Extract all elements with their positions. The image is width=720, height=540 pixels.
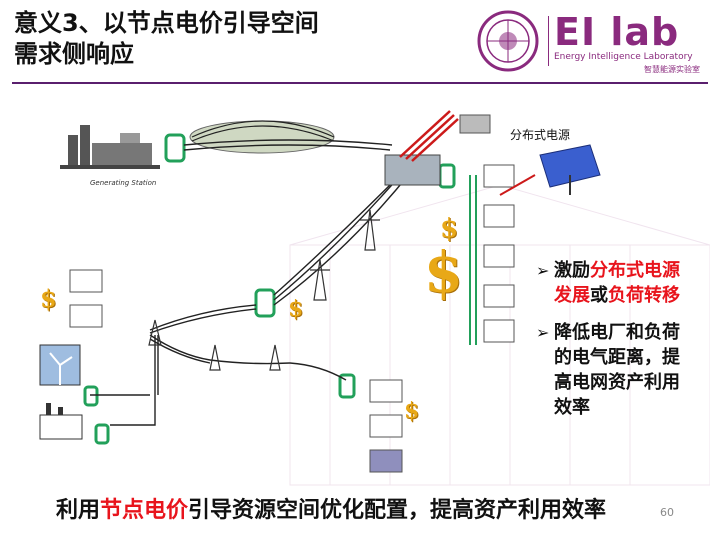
bullet-list: ➢ 激励分布式电源 发展或负荷转移 ➢ 降低电厂和负荷 的电气距离，提 高电网资… bbox=[536, 258, 716, 432]
logo-cn-name: 智慧能源实验室 bbox=[644, 65, 700, 74]
footer-part-1: 利用 bbox=[56, 498, 101, 523]
bullet-1-highlight-1: 分布式电源 bbox=[590, 260, 680, 281]
bullet-1-mid: 或 bbox=[590, 285, 608, 306]
transmission-lines bbox=[90, 139, 411, 426]
bullet-item-1: ➢ 激励分布式电源 发展或负荷转移 bbox=[536, 258, 716, 308]
distributed-plant-icon bbox=[459, 114, 491, 134]
campus-watermark bbox=[289, 184, 710, 486]
lab-logo: EI lab Energy Intelligence Laboratory 智慧… bbox=[474, 8, 714, 74]
logo-subtitle: Energy Intelligence Laboratory bbox=[554, 52, 693, 62]
bullet-1-highlight-2: 负荷转移 bbox=[608, 285, 680, 306]
factory-icon bbox=[39, 403, 83, 440]
lower-customers bbox=[69, 269, 403, 473]
bullet-arrow-icon: ➢ bbox=[536, 323, 550, 342]
solar-arrow bbox=[499, 174, 536, 196]
generating-station-icon bbox=[60, 125, 160, 169]
distributed-feed-lines bbox=[399, 110, 459, 162]
towers bbox=[148, 209, 380, 371]
customer-feeder bbox=[469, 164, 515, 345]
dollar-left-icon: $ bbox=[40, 284, 57, 313]
generating-station-label: Generating Station bbox=[90, 179, 156, 187]
bullet-2-line-2: 的电气距离，提 bbox=[554, 347, 680, 368]
page-title: 意义3、以节点电价引导空间 需求侧响应 bbox=[14, 8, 319, 70]
dollar-large-icon: $ bbox=[424, 240, 463, 306]
logo-brand: EI lab bbox=[554, 10, 680, 54]
wind-turbine-icon bbox=[39, 344, 81, 386]
title-line-1: 意义3、以节点电价引导空间 bbox=[14, 9, 319, 37]
bullet-arrow-icon: ➢ bbox=[536, 261, 550, 280]
dollar-bottom-icon: $ bbox=[404, 398, 420, 424]
footer-statement: 利用节点电价引导资源空间优化配置，提高资产利用效率 bbox=[56, 492, 606, 524]
logo-divider bbox=[548, 16, 549, 66]
distributed-generation-label: 分布式电源 bbox=[510, 128, 571, 142]
header-divider bbox=[12, 82, 708, 84]
bullet-1-prefix: 激励 bbox=[554, 260, 590, 281]
dollar-center-icon: $ bbox=[288, 296, 304, 322]
bullet-2-line-1: 降低电厂和负荷 bbox=[554, 322, 680, 343]
footer-highlight: 节点电价 bbox=[100, 498, 189, 523]
title-line-2: 需求侧响应 bbox=[14, 40, 134, 68]
bullet-2-line-3: 高电网资产利用 bbox=[554, 372, 680, 393]
bullet-item-2: ➢ 降低电厂和负荷 的电气距离，提 高电网资产利用 效率 bbox=[536, 320, 716, 420]
substation-icon bbox=[384, 154, 441, 186]
dollar-medium-icon: $ bbox=[440, 214, 459, 244]
power-grid-diagram: Generating Station bbox=[39, 110, 710, 486]
bullet-2-line-4: 效率 bbox=[554, 397, 590, 418]
university-seal-icon bbox=[477, 10, 539, 72]
page-number: 60 bbox=[660, 506, 674, 519]
footer-part-2: 引导资源空间优化配置，提高资产利用效率 bbox=[188, 498, 607, 523]
bullet-1-line2-highlight: 发展 bbox=[554, 285, 590, 306]
solar-panel-icon bbox=[539, 144, 601, 195]
